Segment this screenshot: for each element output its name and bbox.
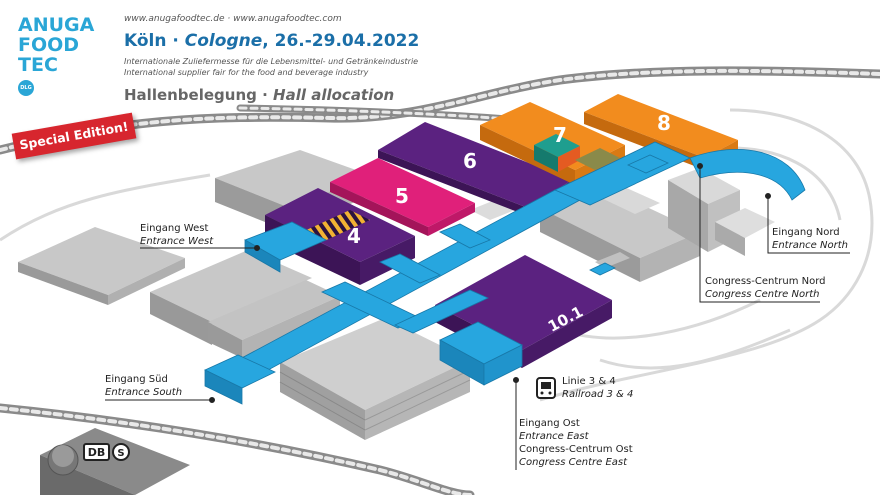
entrance-south-label: Eingang Süd Entrance South xyxy=(105,373,182,399)
gray-buildings xyxy=(18,150,775,440)
hall-title-en: Hall allocation xyxy=(273,86,395,104)
cc-north-de: Congress-Centrum Nord xyxy=(705,276,826,287)
passage-network xyxy=(204,141,806,405)
entrance-north-label: Eingang Nord Entrance North xyxy=(772,226,848,252)
logo-line-1: ANUGA xyxy=(18,14,95,36)
entrance-north-en: Entrance North xyxy=(772,240,848,251)
city-en: Cologne xyxy=(184,31,263,51)
entrance-east-en: Entrance East xyxy=(519,431,589,442)
logo-line-3: TEC xyxy=(18,54,58,76)
event-city-dates: Köln · Cologne, 26.-29.04.2022 xyxy=(124,31,419,51)
entrance-west-de: Eingang West xyxy=(140,223,209,234)
train-station xyxy=(40,428,190,495)
hall-5-label: 5 xyxy=(395,184,409,208)
hall-6-label: 6 xyxy=(463,149,477,173)
s-bahn-logo: S xyxy=(112,443,130,461)
svg-text:DB: DB xyxy=(88,446,106,459)
logo-line-2: FOOD xyxy=(18,34,80,56)
cc-east-de: Congress-Centrum Ost xyxy=(519,444,633,455)
cc-north-en: Congress Centre North xyxy=(705,289,820,300)
hall-allocation-title: Hallenbelegung · Hall allocation xyxy=(124,86,394,104)
tram-icon xyxy=(536,377,556,399)
congress-centre-north-label: Congress-Centrum Nord Congress Centre No… xyxy=(705,275,826,301)
railroad-label: Linie 3 & 4 Railroad 3 & 4 xyxy=(562,375,633,401)
hall-8-label: 8 xyxy=(657,111,671,135)
hall-4-label: 4 xyxy=(347,224,361,248)
anuga-foodtec-logo: ANUGA FOOD TEC DLG xyxy=(16,12,108,104)
rail-en: Railroad 3 & 4 xyxy=(562,389,634,400)
hall-title-separator: · xyxy=(256,86,274,104)
entrance-west-en: Entrance West xyxy=(140,236,214,247)
hall-5[interactable] xyxy=(330,158,475,236)
leader-lines xyxy=(105,163,850,470)
svg-text:S: S xyxy=(117,448,124,459)
db-logo: DB xyxy=(83,443,110,461)
entrance-east-de: Eingang Ost xyxy=(519,418,580,429)
railway-lines xyxy=(0,66,880,495)
rail-de: Linie 3 & 4 xyxy=(562,376,616,387)
subtitle-en: International supplier fair for the food… xyxy=(124,68,369,77)
entrance-south-en: Entrance South xyxy=(105,387,183,398)
city-separator: · xyxy=(166,31,185,51)
cc-east-en: Congress Centre East xyxy=(519,457,628,468)
hall-title-de: Hallenbelegung xyxy=(124,86,257,104)
subtitle-de: Internationale Zuliefermesse für die Leb… xyxy=(124,57,419,66)
website-urls: www.anugafoodtec.de · www.anugafoodtec.c… xyxy=(124,14,342,24)
entrance-east-label: Eingang Ost Entrance East Congress-Centr… xyxy=(519,417,633,469)
hall-7-label: 7 xyxy=(553,123,567,147)
entrance-south-de: Eingang Süd xyxy=(105,374,168,385)
entrance-north-de: Eingang Nord xyxy=(772,227,840,238)
dlg-badge: DLG xyxy=(18,80,34,96)
event-dates: , 26.-29.04.2022 xyxy=(262,31,420,51)
city-de: Köln xyxy=(124,31,167,51)
entrance-west-label: Eingang West Entrance West xyxy=(140,222,213,248)
